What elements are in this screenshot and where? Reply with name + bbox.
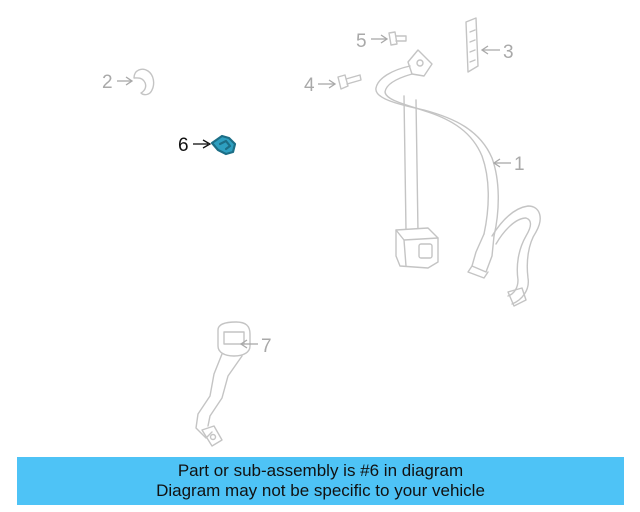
part-5-shank — [395, 35, 407, 42]
part-7-strap-left — [195, 353, 223, 439]
seat-belt-parts-diagram: 2 6 4 5 3 — [102, 17, 541, 447]
part-7-strap-right — [207, 355, 243, 427]
part-7: 7 — [195, 321, 272, 447]
part-2-shape — [133, 68, 155, 96]
banner-line-part-number: Part or sub-assembly is #6 in diagram — [177, 461, 464, 480]
part-1-d-ring — [407, 49, 433, 77]
leader-1-arrow — [492, 158, 501, 168]
part-1-webbing-inner — [384, 73, 489, 235]
part-3-slots — [469, 29, 476, 63]
callout-6: 6 — [178, 135, 189, 156]
leader-2-arrow — [125, 76, 134, 86]
callout-7: 7 — [261, 336, 272, 357]
callout-2: 2 — [102, 72, 113, 93]
part-1-anchor — [507, 287, 527, 307]
part-4-shank — [345, 74, 362, 85]
callout-4: 4 — [304, 75, 315, 96]
leader-7-arrow — [239, 339, 248, 349]
leader-3-arrow — [480, 45, 489, 55]
part-1-rail — [403, 95, 419, 233]
part-1-d-ring-bolt — [416, 59, 424, 67]
banner-line-disclaimer: Diagram may not be specific to your vehi… — [156, 481, 485, 500]
part-2: 2 — [102, 68, 155, 96]
info-banner: Part or sub-assembly is #6 in diagram Di… — [17, 457, 624, 505]
part-1: 1 — [375, 49, 541, 307]
part-5-head — [388, 31, 398, 46]
part-1-lower-webbing — [491, 205, 541, 305]
part-4: 4 — [304, 74, 362, 96]
part-6: 6 — [178, 134, 237, 156]
callout-3: 3 — [503, 42, 514, 63]
leader-5-arrow — [380, 34, 389, 44]
leader-6-arrow — [202, 139, 212, 149]
part-6-outline — [210, 134, 237, 156]
part-7-anchor — [201, 425, 223, 447]
part-1-webbing-outer — [375, 65, 499, 237]
part-3-shape — [465, 17, 479, 73]
part-1-tongue-plate — [467, 265, 489, 279]
part-3: 3 — [465, 17, 514, 73]
part-1-lower-webbing-inner — [495, 217, 532, 297]
part-1-tongue — [471, 233, 495, 273]
part-1-retractor-cap — [418, 243, 433, 259]
part-4-head — [337, 74, 349, 90]
callout-1: 1 — [514, 154, 525, 175]
callout-5: 5 — [356, 31, 367, 52]
part-7-buckle-head — [217, 321, 251, 357]
part-7-anchor-hole — [209, 433, 217, 441]
leader-4-arrow — [328, 79, 337, 89]
part-1-retractor-edges — [395, 229, 439, 267]
part-6-inner — [218, 139, 232, 151]
part-5: 5 — [356, 31, 407, 52]
